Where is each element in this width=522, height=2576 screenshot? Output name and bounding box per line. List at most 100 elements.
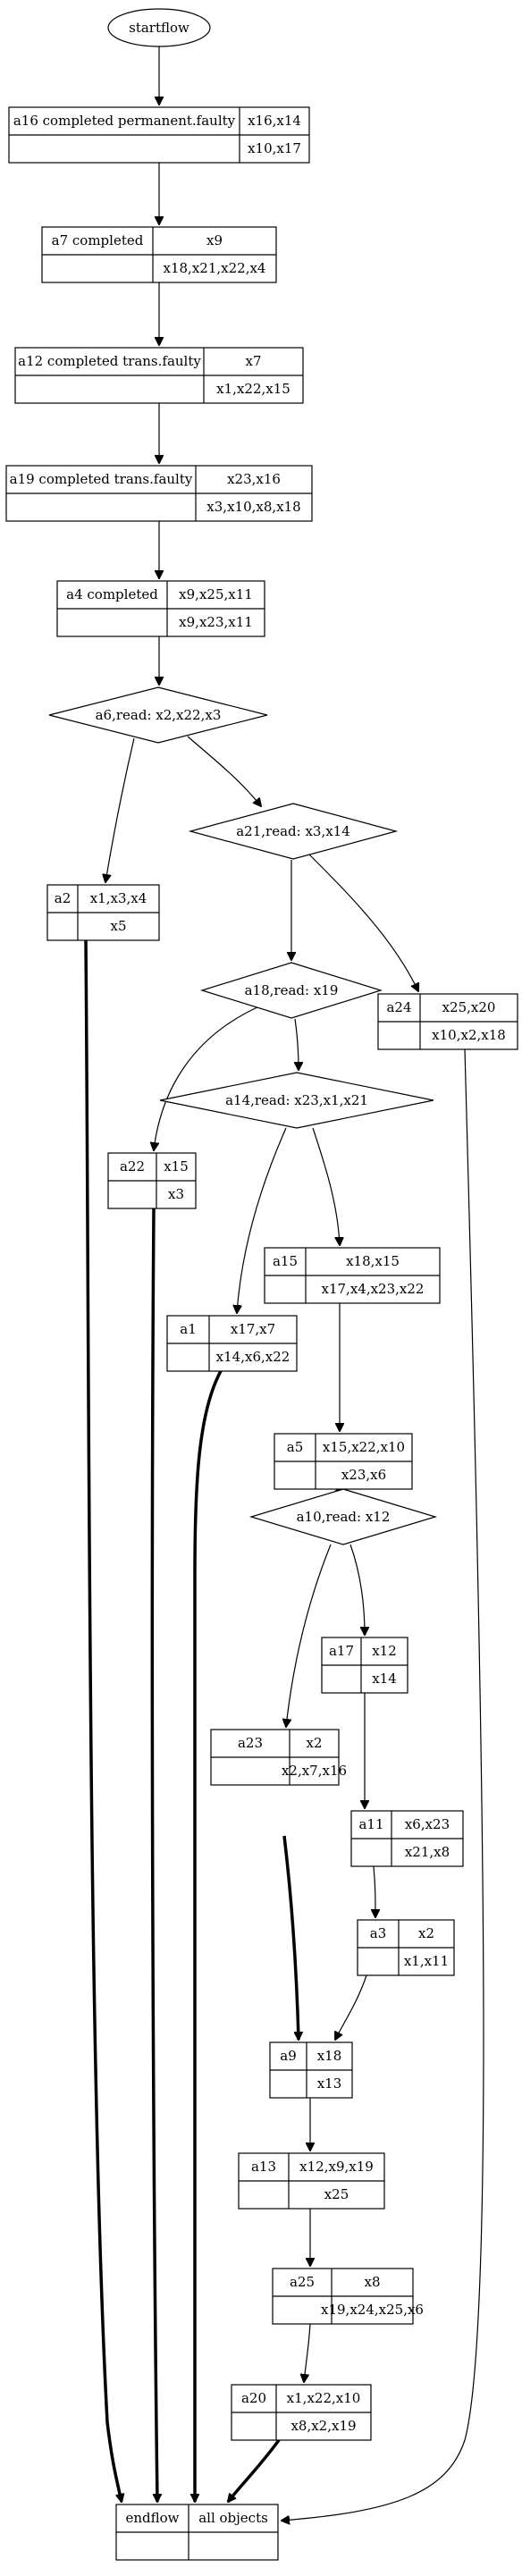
- node-top-value: x18,x15: [346, 1253, 400, 1269]
- node-title: a15: [273, 1253, 298, 1269]
- node-title: a20: [241, 2390, 266, 2406]
- node-top-value: x9,x25,x11: [179, 586, 253, 602]
- edge-a10-to-a23: [286, 1544, 332, 1727]
- node-title: a13: [251, 2159, 276, 2175]
- node-top-value: x25,x20: [442, 999, 496, 1015]
- node-title: a16 completed permanent.faulty: [13, 113, 236, 129]
- node-bottom-value: x19,x24,x25,x6: [321, 2302, 424, 2318]
- node-title: a19 completed trans.faulty: [10, 471, 193, 487]
- node-a20: a20 x1,x22,x10 x8,x2,x19: [231, 2384, 372, 2441]
- node-bottom-value: x14: [372, 1671, 397, 1687]
- node-a13: a13 x12,x9,x19 x25: [238, 2152, 385, 2210]
- node-bottom-value: x25: [324, 2186, 349, 2202]
- node-bottom-value: x21,x8: [405, 1844, 450, 1860]
- node-a1: a1 x17,x7 x14,x6,x22: [166, 1315, 298, 1372]
- node-title: a22: [120, 1158, 145, 1174]
- node-top-value: x1,x3,x4: [90, 890, 147, 906]
- edge-a14-to-a1: [237, 1127, 287, 1313]
- node-top-value: x16,x14: [248, 113, 301, 129]
- node-title: a24: [386, 999, 411, 1015]
- node-a16: a16 completed permanent.faulty x16,x14 x10…: [8, 106, 310, 164]
- node-a22: a22 x15 x3: [107, 1152, 197, 1209]
- node-bottom-value: x2,x7,x16: [282, 1763, 347, 1779]
- node-top-value: x6,x23: [405, 1816, 450, 1832]
- node-top-value: x1,x22,x10: [287, 2390, 361, 2406]
- decision-label: a10,read: x12: [297, 1509, 391, 1525]
- node-title: a4 completed: [66, 586, 158, 602]
- node-bottom-value: x17,x4,x23,x22: [322, 1281, 425, 1297]
- node-title: a7 completed: [52, 232, 144, 248]
- node-bottom-value: x14,x6,x22: [216, 1349, 290, 1365]
- edge-a25-to-a20: [304, 2323, 311, 2382]
- edge-a3-to-a9: [335, 1974, 367, 2040]
- node-title: a2: [55, 890, 72, 906]
- edge-a22-to-end: [150, 1208, 157, 2502]
- node-bottom-value: x5: [110, 918, 126, 934]
- node-top-value: x18: [317, 2048, 342, 2064]
- edge-a6-to-a2: [105, 737, 135, 882]
- node-top-value: x7: [245, 353, 261, 369]
- node-bottom-value: x13: [317, 2075, 342, 2092]
- node-a25: a25 x8 x19,x24,x25,x6: [272, 2268, 424, 2325]
- node-top-value: x15: [164, 1158, 189, 1174]
- node-title: a11: [358, 1816, 383, 1832]
- decision-label: a21,read: x3,x14: [236, 823, 350, 839]
- decision-label: a6,read: x2,x22,x3: [96, 707, 222, 723]
- node-a15: a15 x18,x15 x17,x4,x23,x22: [264, 1247, 441, 1304]
- node-a19: a19 completed trans.faulty x23,x16 x3,x10,…: [5, 465, 313, 522]
- edge-a23-to-a9: [282, 1835, 299, 2040]
- node-title: a1: [180, 1321, 197, 1337]
- node-top-value: x8: [364, 2274, 380, 2290]
- node-bottom-value: x10,x17: [248, 140, 301, 156]
- start-label: startflow: [129, 20, 189, 36]
- node-top-value: x17,x7: [231, 1321, 275, 1337]
- end-label: endflow: [125, 2510, 179, 2526]
- node-a7: a7 completed x9 x18,x21,x22,x4: [41, 226, 277, 283]
- node-bottom-value: x9,x23,x11: [179, 614, 253, 630]
- edge-a10-to-a17: [349, 1544, 365, 1635]
- node-bottom-value: x23,x6: [341, 1467, 386, 1483]
- decision-a18: a18,read: x19: [199, 962, 383, 1019]
- edge-a21-to-a24: [307, 853, 418, 991]
- node-bottom-value: x8,x2,x19: [290, 2418, 356, 2434]
- edge-a18-to-a14: [295, 1018, 299, 1070]
- edge-a1-to-end: [195, 1370, 223, 2502]
- node-title: a3: [370, 1925, 387, 1941]
- edge-a11-to-a3: [374, 1865, 375, 1917]
- decision-diamond: [159, 1072, 434, 1129]
- decision-label: a14,read: x23,x1,x21: [225, 1092, 368, 1108]
- decision-a6: a6,read: x2,x22,x3: [48, 686, 268, 744]
- node-title: a25: [290, 2274, 315, 2290]
- start-ellipse: [107, 8, 211, 47]
- node-bottom-value: x3,x10,x8,x18: [206, 499, 300, 515]
- node-title: a9: [280, 2048, 297, 2064]
- node-a11: a11 x6,x23 x21,x8: [350, 1810, 464, 1867]
- decision-a21: a21,read: x3,x14: [188, 803, 399, 860]
- edges-layer: [84, 46, 484, 2521]
- node-title: a17: [329, 1643, 354, 1659]
- decision-diamond: [48, 686, 268, 744]
- nodes-layer: startflow a16 completed permanent.faulty x…: [5, 8, 518, 2561]
- decision-label: a18,read: x19: [245, 982, 339, 998]
- node-top-value: x9: [206, 232, 223, 248]
- node-top-value: x23,x16: [227, 471, 281, 487]
- node-title: a12 completed trans.faulty: [18, 353, 201, 369]
- edge-a18-to-a22: [154, 1006, 260, 1150]
- edge-a2-to-end: [84, 939, 122, 2502]
- node-bottom-value: x18,x21,x22,x4: [164, 260, 266, 276]
- node-title: a5: [287, 1439, 304, 1455]
- node-bottom-value: x1,x11: [404, 1953, 449, 1969]
- node-a2: a2 x1,x3,x4 x5: [46, 884, 160, 941]
- node-top-value: x15,x22,x10: [323, 1439, 405, 1455]
- decision-diamond: [248, 1488, 438, 1545]
- node-title: a23: [238, 1735, 263, 1751]
- node-top-value: x12,x9,x19: [299, 2159, 374, 2175]
- node-bottom-value: x3: [168, 1186, 184, 1202]
- node-a4: a4 completed x9,x25,x11 x9,x23,x11: [56, 580, 265, 637]
